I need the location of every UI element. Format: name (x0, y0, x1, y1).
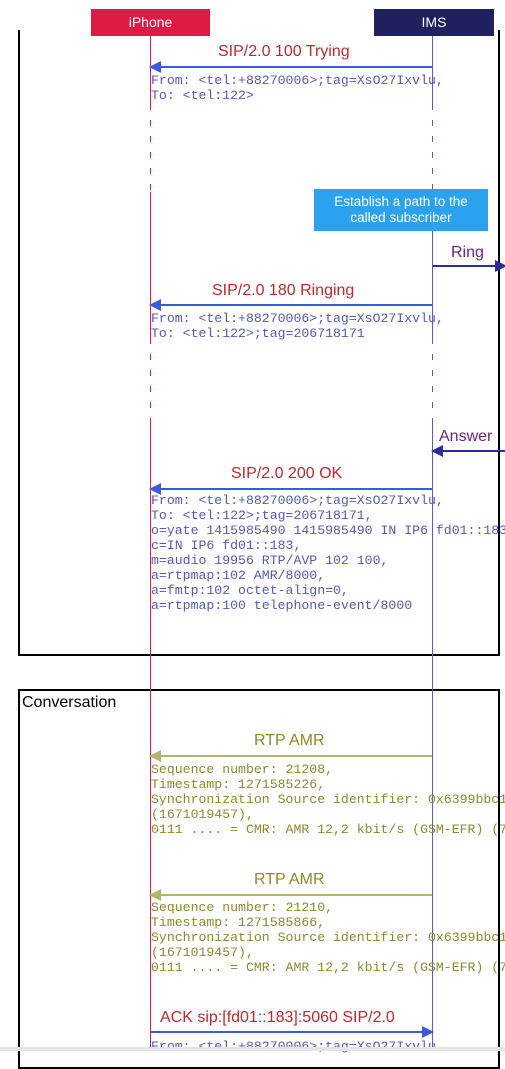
trying-label: SIP/2.0 100 Trying (218, 43, 350, 60)
ack-label: ACK sip:[fd01::183]:5060 SIP/2.0 (160, 1009, 395, 1026)
ims-lane-header: IMS (374, 9, 494, 36)
ack-arrow (151, 1026, 434, 1038)
arrowhead-right-icon (495, 260, 505, 272)
arrowhead-left-icon (149, 483, 161, 495)
rtp2-details: Sequence number: 21210, Timestamp: 12715… (151, 900, 505, 975)
ring-label: Ring (451, 244, 484, 261)
ims-lifeline (432, 36, 433, 1051)
rtp1-label: RTP AMR (254, 732, 325, 749)
arrowhead-left-icon (149, 61, 161, 73)
arrowhead-left-icon (149, 889, 161, 901)
ringing-label: SIP/2.0 180 Ringing (212, 282, 355, 299)
rtp2-label: RTP AMR (254, 871, 325, 888)
ok-label: SIP/2.0 200 OK (231, 465, 343, 482)
arrowhead-right-icon (422, 1026, 434, 1038)
answer-label: Answer (439, 428, 493, 445)
lifeline-gap (428, 344, 436, 424)
trying-details: From: <tel:+88270006>;tag=XsO27Ixvlu, To… (151, 73, 444, 103)
rtp2-arrow (149, 889, 432, 901)
ok-arrow (149, 483, 432, 495)
bottom-divider (0, 1047, 505, 1051)
note-text: Establish a path to the called subscribe… (334, 194, 468, 225)
ok-details: From: <tel:+88270006>;tag=XsO27Ixvlu, To… (151, 493, 505, 613)
iphone-lifeline (150, 36, 151, 1051)
lifeline-gap (146, 110, 154, 192)
arrowhead-left-icon (431, 445, 443, 457)
rtp1-arrow (149, 750, 432, 762)
arrowhead-left-icon (149, 299, 161, 311)
ring-arrow (433, 260, 505, 272)
rtp1-details: Sequence number: 21208, Timestamp: 12715… (151, 762, 505, 837)
establish-path-note: Establish a path to the called subscribe… (314, 189, 488, 231)
iphone-lane-header: iPhone (91, 9, 210, 36)
ringing-arrow (149, 299, 432, 311)
ringing-details: From: <tel:+88270006>;tag=XsO27Ixvlu, To… (151, 311, 444, 341)
answer-arrow (431, 445, 505, 457)
lifeline-gap (428, 110, 436, 186)
arrowhead-left-icon (149, 750, 161, 762)
lifeline-gap (146, 344, 154, 424)
call-setup-box (18, 30, 500, 656)
conversation-label: Conversation (22, 694, 117, 711)
trying-arrow (149, 61, 432, 73)
